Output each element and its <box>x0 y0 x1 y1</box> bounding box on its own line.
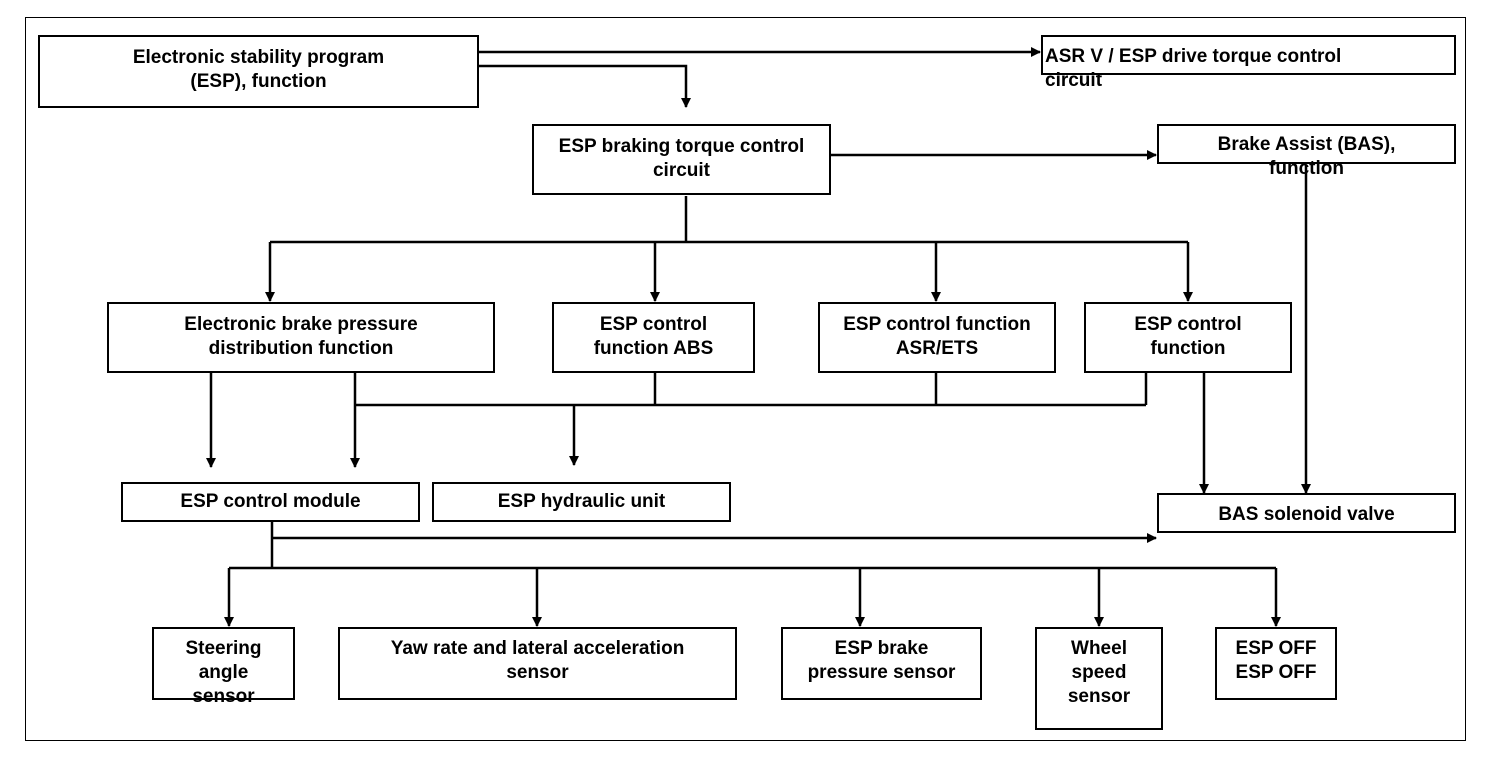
box-esp-control-function: ESP control function <box>1084 302 1292 373</box>
box-wheel-sensor: Wheel speed sensor <box>1035 627 1163 730</box>
box-esp-off: ESP OFF ESP OFF <box>1215 627 1337 700</box>
box-label-line: angle <box>198 662 249 683</box>
box-label-line: Electronic brake pressure <box>184 314 418 335</box>
box-label-line: circuit <box>652 160 711 181</box>
box-label-line: ESP OFF <box>1235 662 1317 683</box>
box-bas-function: Brake Assist (BAS), function <box>1157 124 1456 179</box>
box-label-line: ASR/ETS <box>895 338 979 359</box>
box-pressure-sensor: ESP brake pressure sensor <box>781 627 982 700</box>
box-yaw-sensor: Yaw rate and lateral acceleration sensor <box>338 627 737 700</box>
box-label-line: ESP control module <box>180 491 361 512</box>
box-label-line: BAS solenoid valve <box>1218 504 1395 525</box>
box-label-line: ESP control <box>599 314 708 335</box>
box-label-line: circuit <box>1045 70 1103 91</box>
box-label-line: function <box>1269 158 1344 179</box>
box-label-line: Brake Assist (BAS), <box>1217 134 1396 155</box>
box-label-line: function ABS <box>593 338 714 359</box>
box-esp-function: Electronic stability program (ESP), funct… <box>38 35 479 108</box>
box-label-line: ESP control <box>1134 314 1242 335</box>
box-label-line: ESP OFF <box>1235 638 1317 659</box>
box-asr-circuit: ASR V / ESP drive torque control circuit <box>1041 35 1456 91</box>
box-label-line: sensor <box>506 662 569 683</box>
box-label-line: ESP hydraulic unit <box>497 491 666 512</box>
box-label-line: Steering <box>185 638 262 659</box>
box-label-line: speed <box>1071 662 1127 683</box>
box-ebd-function: Electronic brake pressure distribution fu… <box>107 302 495 373</box>
box-hydraulic-unit: ESP hydraulic unit <box>432 482 731 522</box>
box-bas-valve: BAS solenoid valve <box>1157 493 1456 533</box>
box-braking-circuit: ESP braking torque control circuit <box>532 124 831 195</box>
box-label-line: sensor <box>1067 686 1131 707</box>
box-label-line: Electronic stability program <box>132 47 385 68</box>
box-label-line: ESP braking torque control <box>558 136 805 157</box>
box-label-line: distribution function <box>208 338 394 359</box>
box-abs-function: ESP control function ABS <box>552 302 755 373</box>
box-control-module: ESP control module <box>121 482 420 522</box>
box-label-line: Yaw rate and lateral acceleration <box>390 638 685 659</box>
box-steering-sensor: Steering angle sensor <box>152 627 295 707</box>
box-label-line: (ESP), function <box>190 71 327 92</box>
arrow-esp-to-braking <box>478 64 691 108</box>
box-label-line: function <box>1150 338 1226 359</box>
box-label-line: sensor <box>192 686 255 707</box>
box-label-line: Wheel <box>1071 638 1127 659</box>
diagram-frame <box>25 17 1466 741</box>
box-label-line: ESP control function <box>843 314 1031 335</box>
box-label-line: pressure sensor <box>807 662 956 683</box>
box-label-line: ESP brake <box>834 638 929 659</box>
box-label-line: ASR V / ESP drive torque control <box>1045 46 1342 67</box>
